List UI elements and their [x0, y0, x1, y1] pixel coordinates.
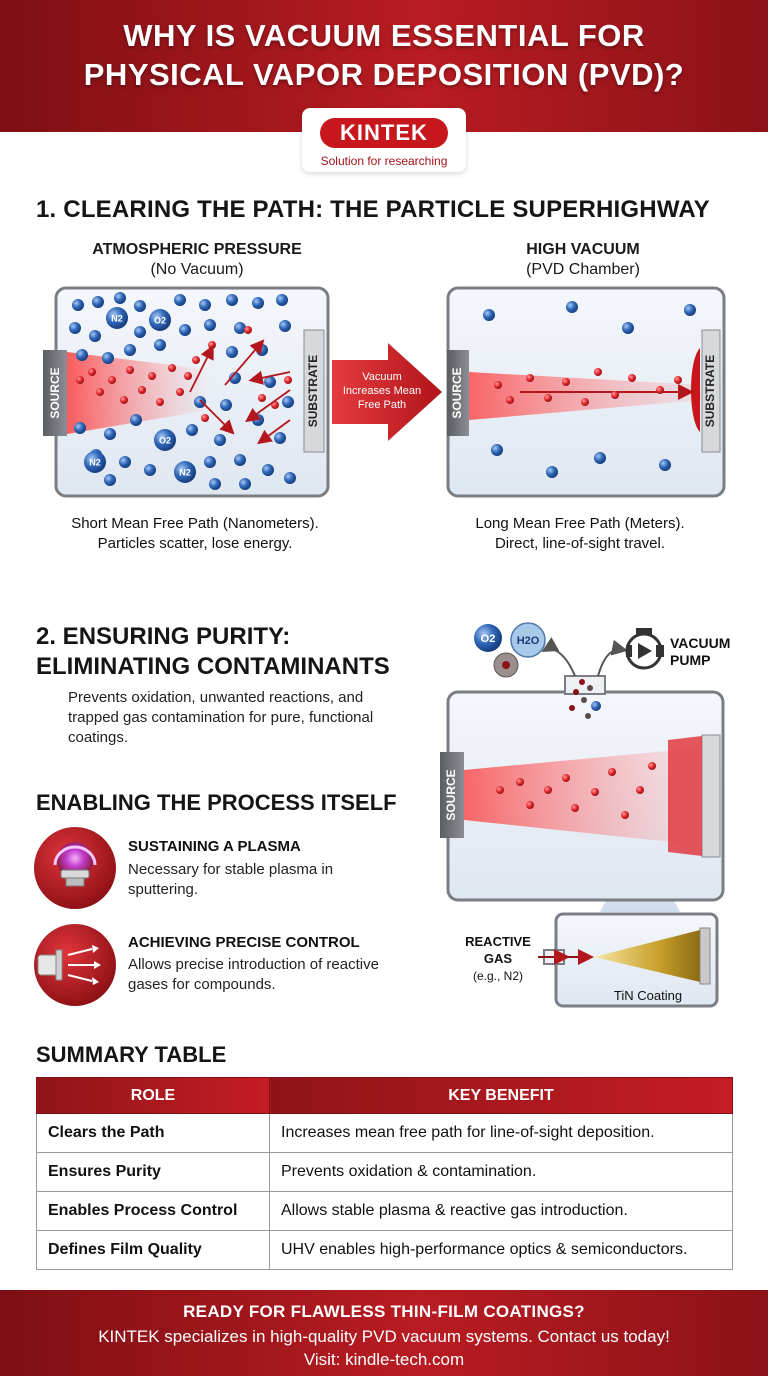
vacuum-subheading: (PVD Chamber) — [526, 261, 640, 278]
vacuum-heading: HIGH VACUUM — [526, 241, 640, 258]
arrow-text-line1: Vacuum — [362, 371, 402, 383]
atmospheric-subheading: (No Vacuum) — [150, 261, 244, 278]
logo-wordmark: KINTEK — [320, 118, 448, 148]
arrow-text-line3: Free Path — [358, 399, 406, 411]
vacuum-caption-line1: Long Mean Free Path (Meters). — [475, 515, 685, 532]
pump-label-line1: VACUUM — [670, 635, 730, 651]
tin-coating-beam — [594, 930, 700, 982]
table-row: Ensures Purity Prevents oxidation & cont… — [36, 1152, 733, 1192]
footer-banner: READY FOR FLAWLESS THIN-FILM COATINGS? K… — [0, 1290, 768, 1376]
section2-title: 2. ENSURING PURITY: ELIMINATING CONTAMIN… — [36, 622, 390, 682]
vacuum-caption: Long Mean Free Path (Meters). Direct, li… — [430, 514, 730, 554]
reactive-gas-label-line3: (e.g., N2) — [473, 969, 523, 983]
section2-title-line1: 2. ENSURING PURITY: — [36, 623, 291, 650]
plasma-icon — [34, 827, 116, 909]
table-cell-benefit: Prevents oxidation & contamination. — [269, 1152, 733, 1192]
gas-molecules — [69, 292, 296, 490]
source-label: SOURCE — [48, 367, 62, 418]
atmospheric-caption-line2: Particles scatter, lose energy. — [97, 535, 293, 552]
sparse-molecules — [483, 301, 696, 478]
feature-plasma-title: SUSTAINING A PLASMA — [128, 838, 301, 855]
atmospheric-caption-line1: Short Mean Free Path (Nanometers). — [71, 515, 319, 532]
particle-beam — [469, 372, 702, 420]
vacuum-pump-icon — [625, 628, 664, 670]
collision-arrows — [189, 339, 291, 445]
table-header-role: ROLE — [36, 1077, 270, 1114]
kintek-logo[interactable]: KINTEK Solution for researching — [302, 108, 466, 172]
section1-title: 1. CLEARING THE PATH: THE PARTICLE SUPER… — [36, 196, 710, 223]
vacuum-chamber: SOURCE SUBSTRATE — [446, 286, 726, 498]
substrate-block — [303, 329, 325, 453]
table-row: Clears the Path Increases mean free path… — [36, 1113, 733, 1153]
table-cell-benefit: Allows stable plasma & reactive gas intr… — [269, 1191, 733, 1231]
atmospheric-caption: Short Mean Free Path (Nanometers). Parti… — [40, 514, 350, 554]
svg-text:H2O: H2O — [517, 635, 540, 647]
table-row: Defines Film Quality UHV enables high-pe… — [36, 1230, 733, 1270]
substrate-block — [701, 734, 721, 858]
scattered-particles — [76, 326, 292, 422]
gas-flow-icon — [34, 924, 116, 1006]
source-label: SOURCE — [444, 769, 458, 820]
footer-headline: READY FOR FLAWLESS THIN-FILM COATINGS? — [183, 1302, 585, 1321]
svg-text:N2: N2 — [111, 313, 123, 323]
feature-control-title: ACHIEVING PRECISE CONTROL — [128, 934, 360, 951]
vacuum-transition-arrow: Vacuum Increases Mean Free Path — [332, 343, 442, 441]
summary-title: SUMMARY TABLE — [36, 1042, 227, 1067]
page-title-line1: WHY IS VACUUM ESSENTIAL FOR — [123, 18, 645, 53]
table-cell-role: Enables Process Control — [36, 1191, 270, 1231]
pvd-diagrams: SOURCE SUBSTRATE N2 O2 O2 N2 N2 — [34, 286, 730, 1008]
atmospheric-heading: ATMOSPHERIC PRESSURE — [92, 241, 302, 258]
table-cell-role: Ensures Purity — [36, 1152, 270, 1192]
beam-particles — [496, 762, 656, 819]
table-cell-role: Clears the Path — [36, 1113, 270, 1153]
pump-label-line2: PUMP — [670, 652, 710, 668]
coating-label: TiN Coating — [614, 988, 682, 1003]
deposited-film — [691, 348, 700, 432]
feature-plasma-description: Necessary for stable plasma in sputterin… — [128, 861, 334, 898]
reactive-gas-label-line2: GAS — [484, 951, 513, 966]
extraction-arrows — [541, 637, 628, 677]
section2-title-line2: ELIMINATING CONTAMINANTS — [36, 653, 390, 680]
substrate-label: SUBSTRATE — [703, 355, 717, 427]
table-cell-role: Defines Film Quality — [36, 1230, 270, 1270]
footer-website-link[interactable]: Visit: kindle-tech.com — [303, 1350, 465, 1369]
summary-table: ROLE KEY BENEFIT Clears the Path Increas… — [36, 1077, 733, 1270]
svg-text:O2: O2 — [159, 435, 171, 445]
contaminant-molecules: O2 H2O — [474, 622, 601, 719]
section3-title: ENABLING THE PROCESS ITSELF — [36, 790, 397, 815]
footer-contact-text: KINTEK specializes in high-quality PVD v… — [98, 1327, 670, 1346]
vacuum-panel-label: HIGH VACUUM (PVD Chamber) — [438, 240, 728, 280]
table-row: Enables Process Control Allows stable pl… — [36, 1191, 733, 1231]
logo-tagline: Solution for researching — [320, 154, 448, 168]
source-label: SOURCE — [450, 367, 464, 418]
vacuum-caption-line2: Direct, line-of-sight travel. — [494, 535, 666, 552]
source-block — [440, 752, 464, 838]
section2-description: Prevents oxidation, unwanted reactions, … — [68, 689, 374, 746]
atmospheric-chamber: SOURCE SUBSTRATE N2 O2 O2 N2 N2 — [43, 286, 330, 498]
feature-control-description: Allows precise introduction of reactive … — [128, 956, 379, 993]
particle-beam — [67, 352, 210, 434]
source-block — [447, 350, 469, 436]
svg-text:N2: N2 — [89, 457, 101, 467]
source-block — [43, 350, 67, 436]
page-title-line2: PHYSICAL VAPOR DEPOSITION (PVD)? — [83, 57, 685, 92]
beam-particles — [494, 368, 682, 406]
svg-text:O2: O2 — [154, 315, 166, 325]
table-cell-benefit: UHV enables high-performance optics & se… — [269, 1230, 733, 1270]
reactive-gas-label-line1: REACTIVE — [465, 934, 531, 949]
atmospheric-panel-label: ATMOSPHERIC PRESSURE (No Vacuum) — [52, 240, 342, 280]
particle-beam — [464, 748, 700, 845]
page-title: WHY IS VACUUM ESSENTIAL FOR PHYSICAL VAP… — [0, 16, 768, 94]
labeled-molecules: N2 O2 O2 N2 N2 — [84, 307, 196, 483]
purity-diagram: SOURCE O2 H2O VACUUM PUM — [440, 622, 730, 1008]
arrow-text-line2: Increases Mean — [343, 385, 421, 397]
pump-port — [564, 675, 606, 695]
coating-lattice — [668, 736, 702, 856]
svg-text:N2: N2 — [179, 467, 191, 477]
table-cell-benefit: Increases mean free path for line-of-sig… — [269, 1113, 733, 1153]
table-header-row: ROLE KEY BENEFIT — [36, 1077, 733, 1114]
substrate-label: SUBSTRATE — [306, 355, 320, 427]
svg-text:O2: O2 — [481, 633, 496, 645]
table-header-benefit: KEY BENEFIT — [269, 1077, 733, 1114]
